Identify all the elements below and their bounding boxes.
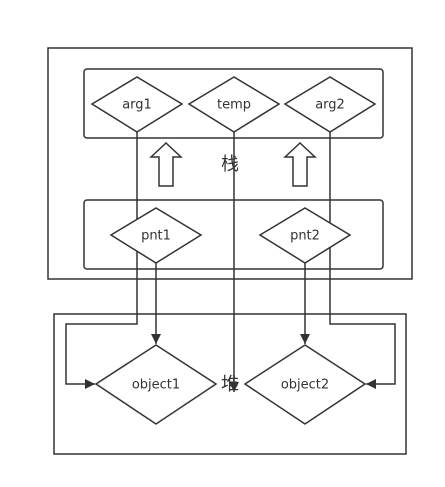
heap-label: 堆 <box>221 374 239 395</box>
label-object1: object1 <box>132 378 180 393</box>
label-arg2: arg2 <box>315 98 345 113</box>
node-pnt2 <box>258 207 352 264</box>
up-arrow-left-icon <box>149 141 183 187</box>
up-arrow-right-icon <box>283 141 317 187</box>
label-pnt1: pnt1 <box>141 229 171 244</box>
label-arg1: arg1 <box>122 98 152 113</box>
connector-arg1-object1 <box>65 132 138 389</box>
node-arg1 <box>90 76 184 133</box>
stack-label: 栈 <box>221 154 239 175</box>
node-pnt1 <box>109 207 203 264</box>
connector-arg2-object2 <box>329 132 396 389</box>
label-pnt2: pnt2 <box>290 229 320 244</box>
label-object2: object2 <box>281 378 329 393</box>
node-temp <box>187 76 281 133</box>
heap-region <box>53 313 407 455</box>
label-temp: temp <box>217 98 251 113</box>
stack-region <box>47 47 413 280</box>
node-object1 <box>94 344 218 425</box>
node-arg2 <box>283 76 377 133</box>
node-object2 <box>243 344 367 425</box>
